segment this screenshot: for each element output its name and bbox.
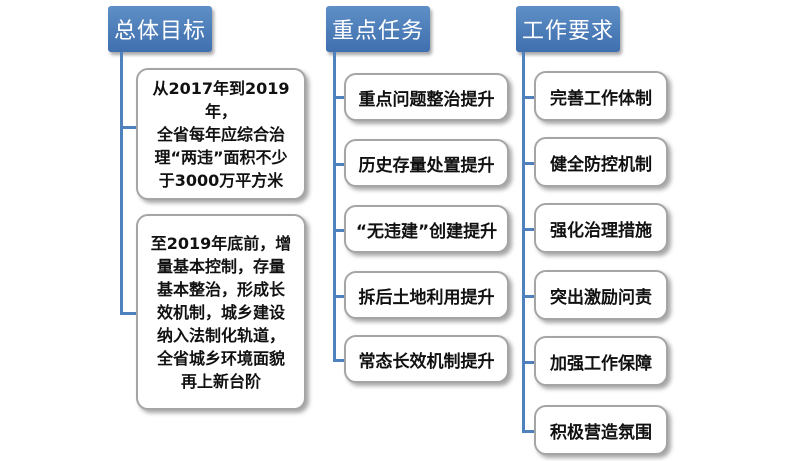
connector-req-5 <box>522 361 535 364</box>
connector-requirements-trunk <box>522 52 525 433</box>
goal-2-line: 效机制，城乡建设 <box>156 302 285 322</box>
goal-2-line: 量基本控制，存量 <box>156 256 285 276</box>
connector-task-1 <box>333 96 345 99</box>
connector-goals-trunk <box>120 52 123 315</box>
requirement-box-4: 突出激励问责 <box>534 270 668 320</box>
task-box-2: 历史存量处置提升 <box>344 139 509 187</box>
connector-goal-2 <box>120 312 136 315</box>
header-overall-goal: 总体目标 <box>108 6 212 52</box>
goal-1-line: 全省每年应综合治 <box>156 124 285 144</box>
goal-box-1: 从2017年到2019年， 全省每年应综合治 理“两违”面积不少 于3000万平… <box>136 68 306 200</box>
goal-2-line: 至2019年底前，增 <box>150 233 292 253</box>
goal-2-line: 基本整治，形成长 <box>156 279 285 299</box>
connector-task-4 <box>333 295 345 298</box>
connector-goal-1 <box>120 126 136 129</box>
goal-1-line: 理“两违”面积不少 <box>154 147 288 167</box>
requirement-box-5: 加强工作保障 <box>534 336 668 386</box>
goal-box-2: 至2019年底前，增 量基本控制，存量 基本整治，形成长 效机制，城乡建设 纳入… <box>136 214 306 410</box>
requirement-box-1: 完善工作体制 <box>534 71 668 121</box>
connector-task-5 <box>333 359 345 362</box>
connector-req-4 <box>522 295 535 298</box>
requirement-box-6: 积极营造氛围 <box>534 405 668 455</box>
goal-2-line: 再上新台阶 <box>180 371 261 391</box>
requirement-box-3: 强化治理措施 <box>534 203 668 253</box>
goal-1-line: 从2017年到2019年， <box>152 78 290 121</box>
header-work-requirements: 工作要求 <box>516 6 620 52</box>
connector-req-3 <box>522 228 535 231</box>
task-box-3: “无违建”创建提升 <box>344 205 509 253</box>
task-box-5: 常态长效机制提升 <box>344 335 509 383</box>
task-box-4: 拆后土地利用提升 <box>344 271 509 319</box>
connector-req-2 <box>522 162 535 165</box>
goal-2-line: 纳入法制化轨道， <box>156 325 285 345</box>
connector-req-1 <box>522 96 535 99</box>
header-key-tasks: 重点任务 <box>326 6 430 52</box>
task-box-1: 重点问题整治提升 <box>344 73 509 121</box>
requirement-box-2: 健全防控机制 <box>534 137 668 187</box>
connector-task-3 <box>333 229 345 232</box>
connector-req-6 <box>522 430 535 433</box>
connector-task-2 <box>333 163 345 166</box>
connector-tasks-trunk <box>333 52 336 362</box>
goal-1-line: 于3000万平方米 <box>158 170 284 190</box>
goal-2-line: 全省城乡环境面貌 <box>156 348 285 368</box>
